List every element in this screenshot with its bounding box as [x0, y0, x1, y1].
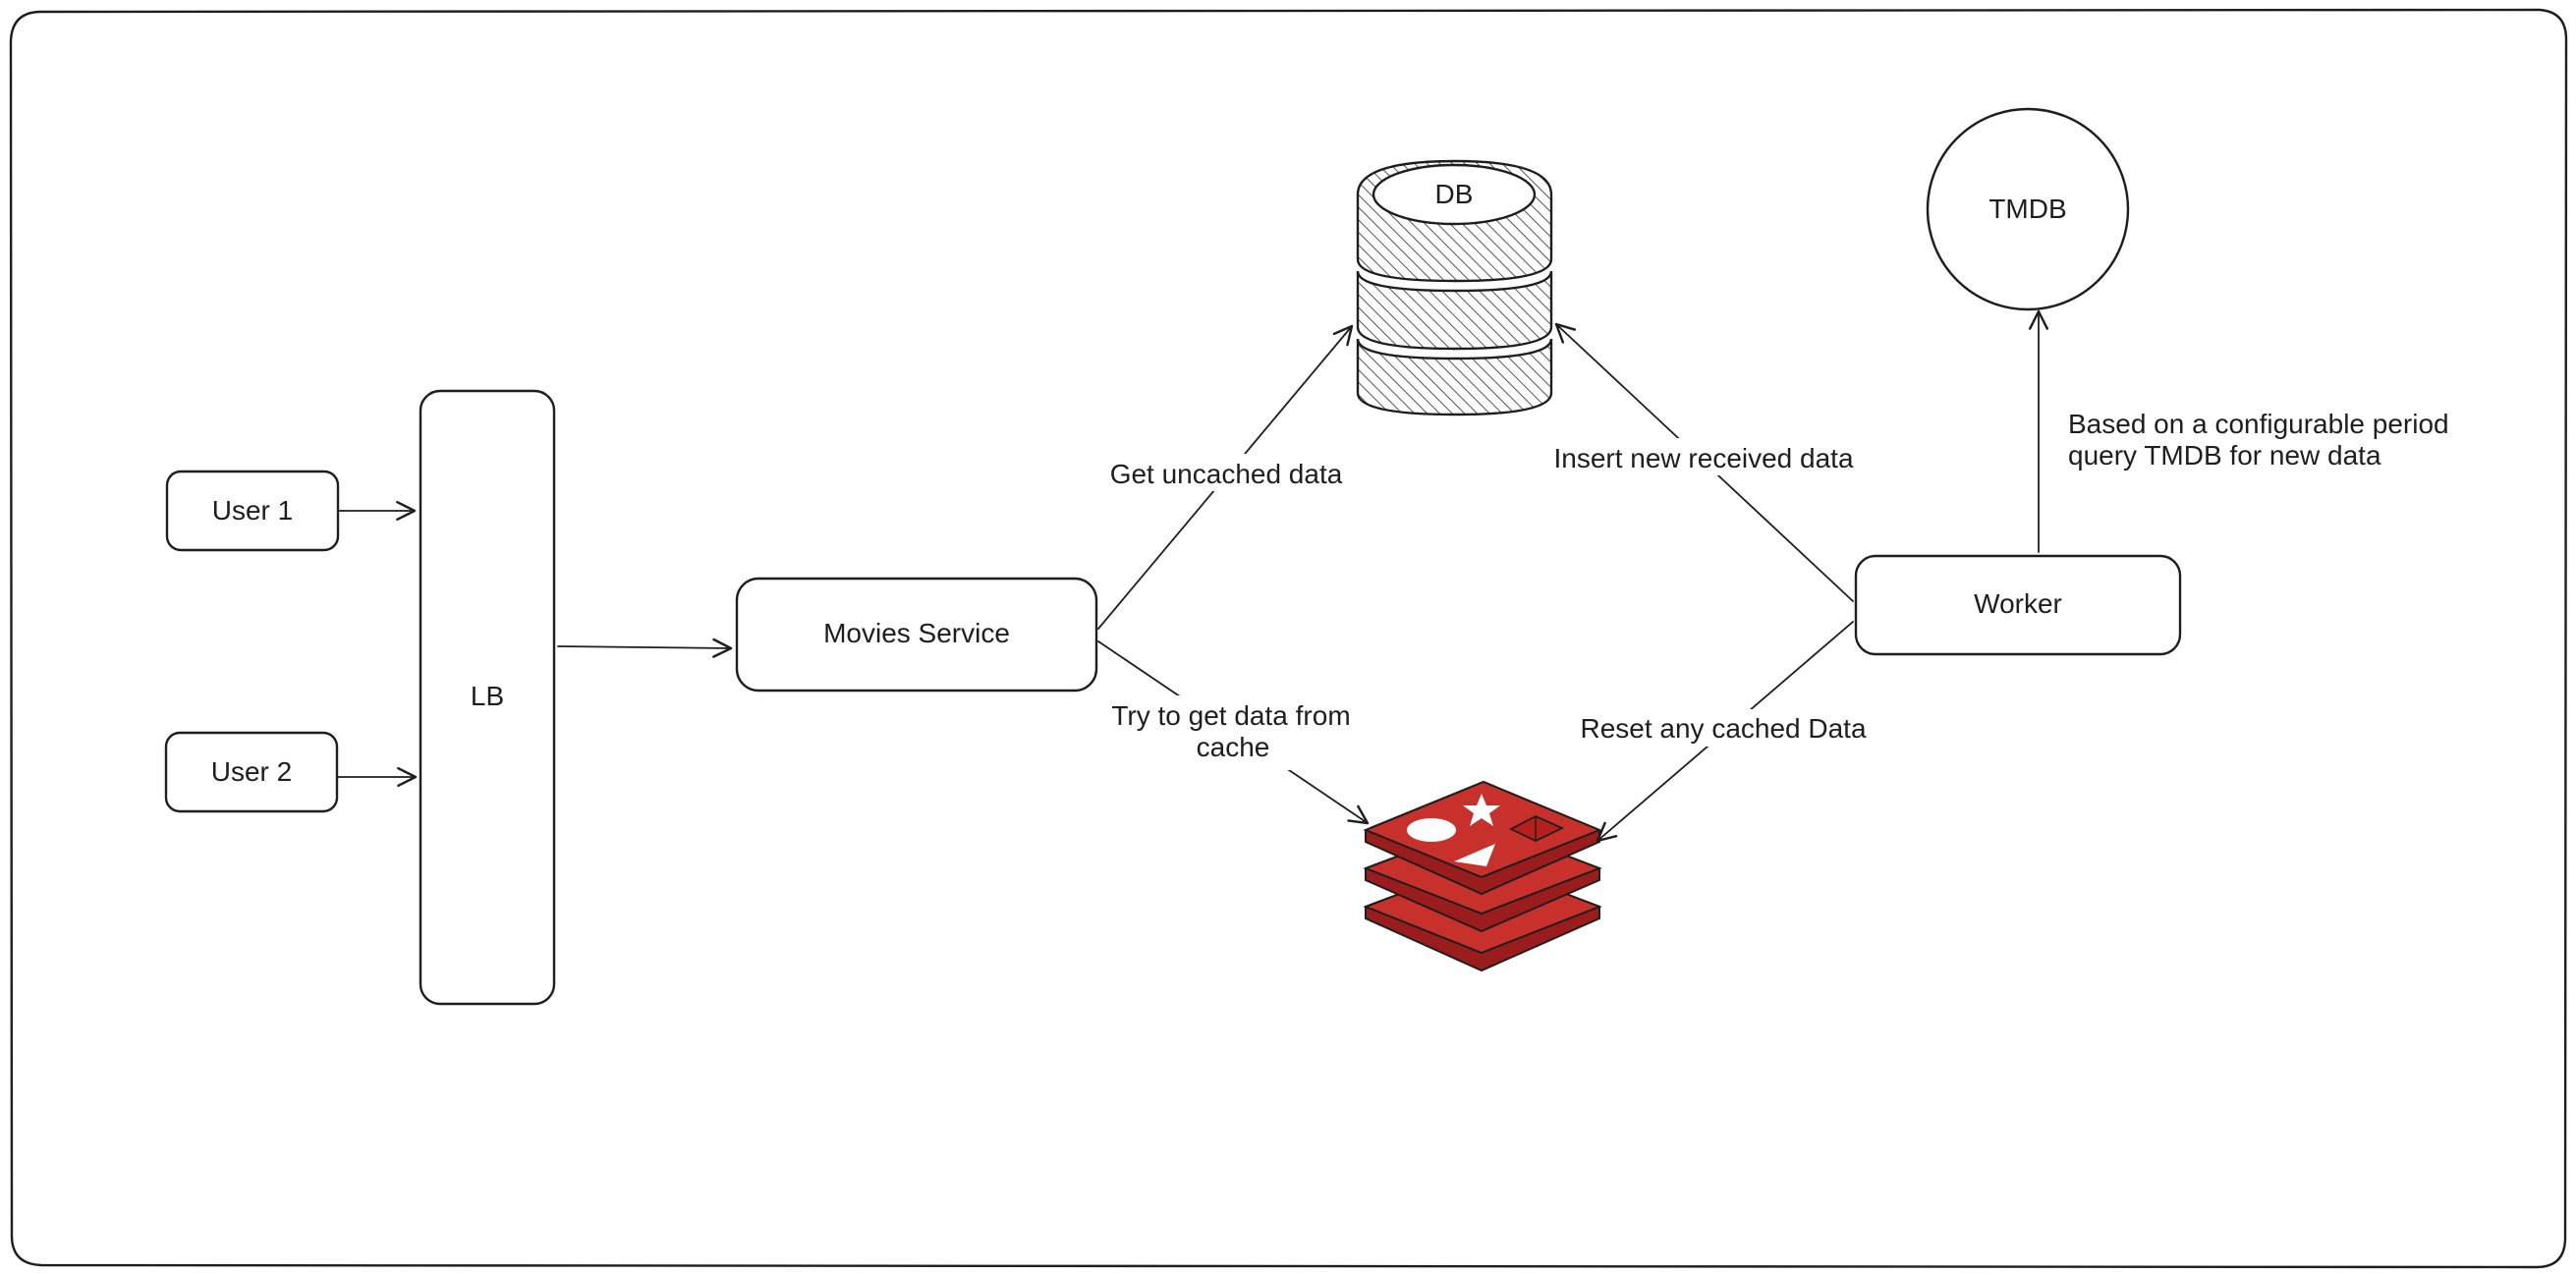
user-1-node[interactable]: User 1	[165, 470, 340, 552]
insert-new-data-text: Insert new received data	[1553, 443, 1853, 473]
label-tmdb-query: Based on a configurable period query TMD…	[2068, 409, 2449, 471]
tmdb-query-line1: Based on a configurable period	[2068, 409, 2449, 439]
arrow-lb-to-movies-service	[557, 638, 733, 658]
lb-label: LB	[471, 681, 504, 711]
label-get-uncached-data: Get uncached data	[1104, 454, 1348, 491]
database-icon[interactable]: DB	[1356, 159, 1553, 416]
db-label: DB	[1435, 179, 1474, 209]
user-2-node[interactable]: User 2	[164, 731, 339, 813]
movies-service-node[interactable]: Movies Service	[735, 577, 1098, 693]
reset-cache-text: Reset any cached Data	[1580, 713, 1866, 744]
tmdb-node[interactable]: TMDB	[1926, 107, 2130, 311]
worker-node[interactable]: Worker	[1854, 554, 2182, 656]
tmdb-label: TMDB	[1988, 194, 2066, 224]
diagram-frame	[9, 8, 2568, 1269]
worker-label: Worker	[1974, 588, 2062, 619]
redis-icon[interactable]	[1363, 780, 1602, 972]
label-insert-new-data: Insert new received data	[1550, 438, 1857, 475]
load-balancer-node[interactable]: LB	[419, 389, 556, 1006]
movies-service-label: Movies Service	[823, 618, 1010, 648]
user-2-label: User 2	[211, 756, 292, 787]
user-1-label: User 1	[212, 495, 293, 526]
try-cache-line1: Try to get data from	[1111, 700, 1350, 731]
label-reset-cache: Reset any cached Data	[1576, 709, 1871, 747]
label-try-cache: Try to get data from cache	[1102, 695, 1360, 770]
get-uncached-data-text: Get uncached data	[1110, 459, 1343, 489]
try-cache-line2: cache	[1197, 732, 1270, 762]
tmdb-query-line2: query TMDB for new data	[2068, 440, 2381, 471]
